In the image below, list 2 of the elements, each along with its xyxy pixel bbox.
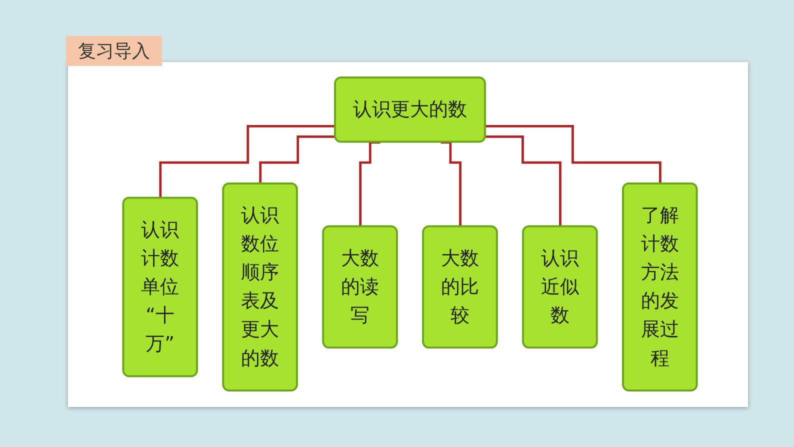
connector	[159, 124, 336, 200]
section-tab: 复习导入	[66, 36, 162, 66]
